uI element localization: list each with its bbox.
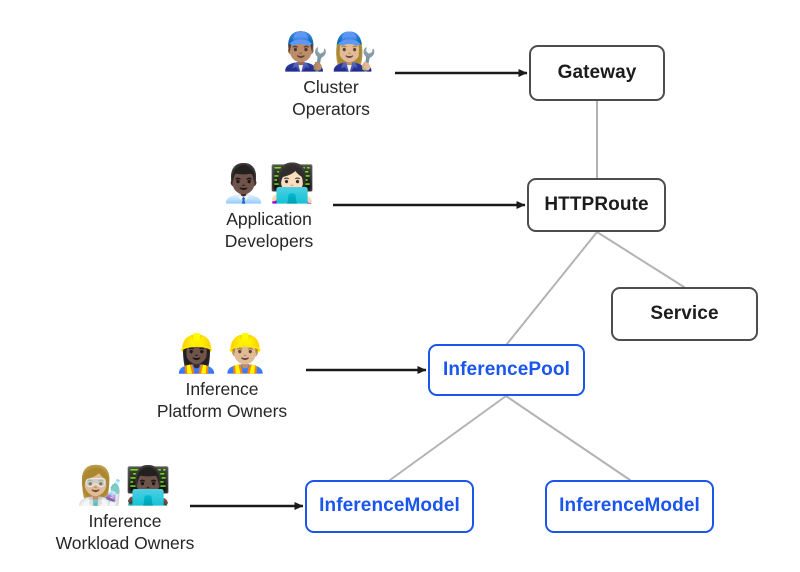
scientist-technologist-pair-icon: 👩🏼‍🔬👨🏿‍💻 [76,464,174,507]
persona-inference-platform-owners-line2: Platform Owners [156,401,288,421]
edge-httproute-inferencepool [506,231,598,345]
node-inferencemodel-right-label: InferenceModel [559,495,700,517]
persona-inference-platform-owners: 👷🏿‍♀️👷🏼‍♂️ Inference Platform Owners [112,332,332,422]
edge-inferencepool-inferencemodel-right [505,395,631,481]
persona-cluster-operators-line2: Operators [292,99,370,119]
office-worker-technologist-pair-icon: 👨🏿‍💼👩🏻‍💻 [220,162,318,205]
persona-inference-platform-owners-line1: Inference [185,379,259,399]
node-inferencepool-label: InferencePool [443,358,570,380]
node-inferencepool[interactable]: InferencePool [428,344,585,396]
persona-inference-workload-owners-line2: Workload Owners [55,533,195,553]
node-service-label: Service [650,302,719,324]
node-inferencemodel-left-label: InferenceModel [319,495,460,517]
node-inferencemodel-left[interactable]: InferenceModel [305,480,474,533]
node-service[interactable]: Service [611,287,758,341]
node-gateway[interactable]: Gateway [529,45,665,101]
node-httproute-label: HTTPRoute [544,193,649,215]
node-gateway-label: Gateway [557,61,637,83]
node-inferencemodel-right[interactable]: InferenceModel [545,480,714,533]
edge-httproute-service [596,231,685,288]
construction-worker-pair-icon: 👷🏿‍♀️👷🏼‍♂️ [173,332,271,375]
edge-inferencepool-inferencemodel-left [389,395,507,481]
persona-inference-workload-owners: 👩🏼‍🔬👨🏿‍💻 Inference Workload Owners [15,464,235,554]
persona-application-developers-line1: Application [226,209,312,229]
persona-cluster-operators-line1: Cluster [303,77,359,97]
persona-cluster-operators: 👨🏽‍🔧👩🏼‍🔧 Cluster Operators [221,30,441,120]
persona-inference-workload-owners-line1: Inference [88,511,162,531]
persona-application-developers: 👨🏿‍💼👩🏻‍💻 Application Developers [159,162,379,252]
mechanic-pair-icon: 👨🏽‍🔧👩🏼‍🔧 [282,30,380,73]
persona-application-developers-line2: Developers [224,231,314,251]
node-httproute[interactable]: HTTPRoute [527,178,666,232]
